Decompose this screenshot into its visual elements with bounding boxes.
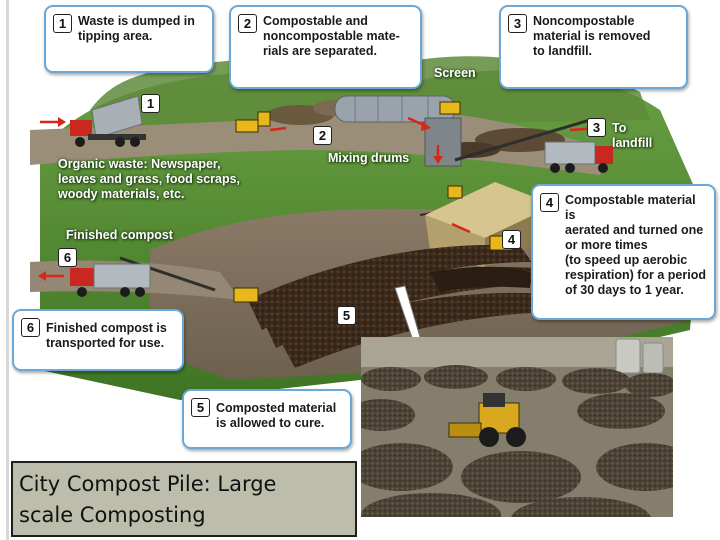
step-number-5: 5: [191, 398, 210, 417]
step-text-5: Composted material is allowed to cure.: [216, 401, 337, 430]
step-callout-3: 3 Noncompostable material is removed to …: [499, 5, 688, 89]
step-number-1: 1: [53, 14, 72, 33]
compost-windrow-icon: [361, 365, 673, 517]
compost-photo-art: [361, 337, 673, 517]
step-callout-5: 5 Composted material is allowed to cure.: [182, 389, 352, 449]
slide-left-rule: [6, 0, 9, 540]
dump-truck-icon: [70, 95, 146, 147]
screen-label: Screen: [434, 66, 476, 80]
step-number-2: 2: [238, 14, 257, 33]
step-text-2: Compostable and noncompostable mate- ria…: [263, 14, 400, 58]
organic-waste-label: Organic waste: Newspaper, leaves and gra…: [58, 157, 241, 201]
scene-marker-6: 6: [58, 248, 77, 267]
scene-marker-3: 3: [587, 118, 606, 137]
caption-box: City Compost Pile: Large scale Compostin…: [11, 461, 357, 537]
compost-site-photo: [361, 337, 673, 517]
scene-marker-5: 5: [337, 306, 356, 325]
step-callout-4: 4 Compostable material is aerated and tu…: [531, 184, 716, 320]
mixing-drum-icon: [334, 95, 462, 167]
loader-icon: [448, 393, 526, 447]
step-number-3: 3: [508, 14, 527, 33]
scene-marker-1: 1: [141, 94, 160, 113]
compost-windrows: [248, 245, 555, 368]
step-text-3: Noncompostable material is removed to la…: [533, 14, 651, 58]
scene-marker-4: 4: [502, 230, 521, 249]
finished-compost-label: Finished compost: [66, 228, 173, 242]
to-landfill-label: To landfill: [612, 121, 653, 150]
scene-marker-2: 2: [313, 126, 332, 145]
step-number-4: 4: [540, 193, 559, 212]
step-text-6: Finished compost is transported for use.: [46, 321, 167, 350]
step-number-6: 6: [21, 318, 40, 337]
step-callout-1: 1 Waste is dumped in tipping area.: [44, 5, 214, 73]
dump-truck-icon: [544, 141, 613, 173]
dump-truck-icon: [70, 263, 151, 297]
loader-icon: [233, 101, 513, 303]
caption-text: City Compost Pile: Large scale Compostin…: [19, 472, 277, 527]
step-text-1: Waste is dumped in tipping area.: [78, 14, 195, 43]
step-callout-2: 2 Compostable and noncompostable mate- r…: [229, 5, 422, 89]
arrow-icon: [38, 116, 604, 281]
step-callout-6: 6 Finished compost is transported for us…: [12, 309, 184, 371]
mixing-drums-label: Mixing drums: [328, 151, 410, 165]
step-text-4: Compostable material is aerated and turn…: [565, 193, 706, 297]
